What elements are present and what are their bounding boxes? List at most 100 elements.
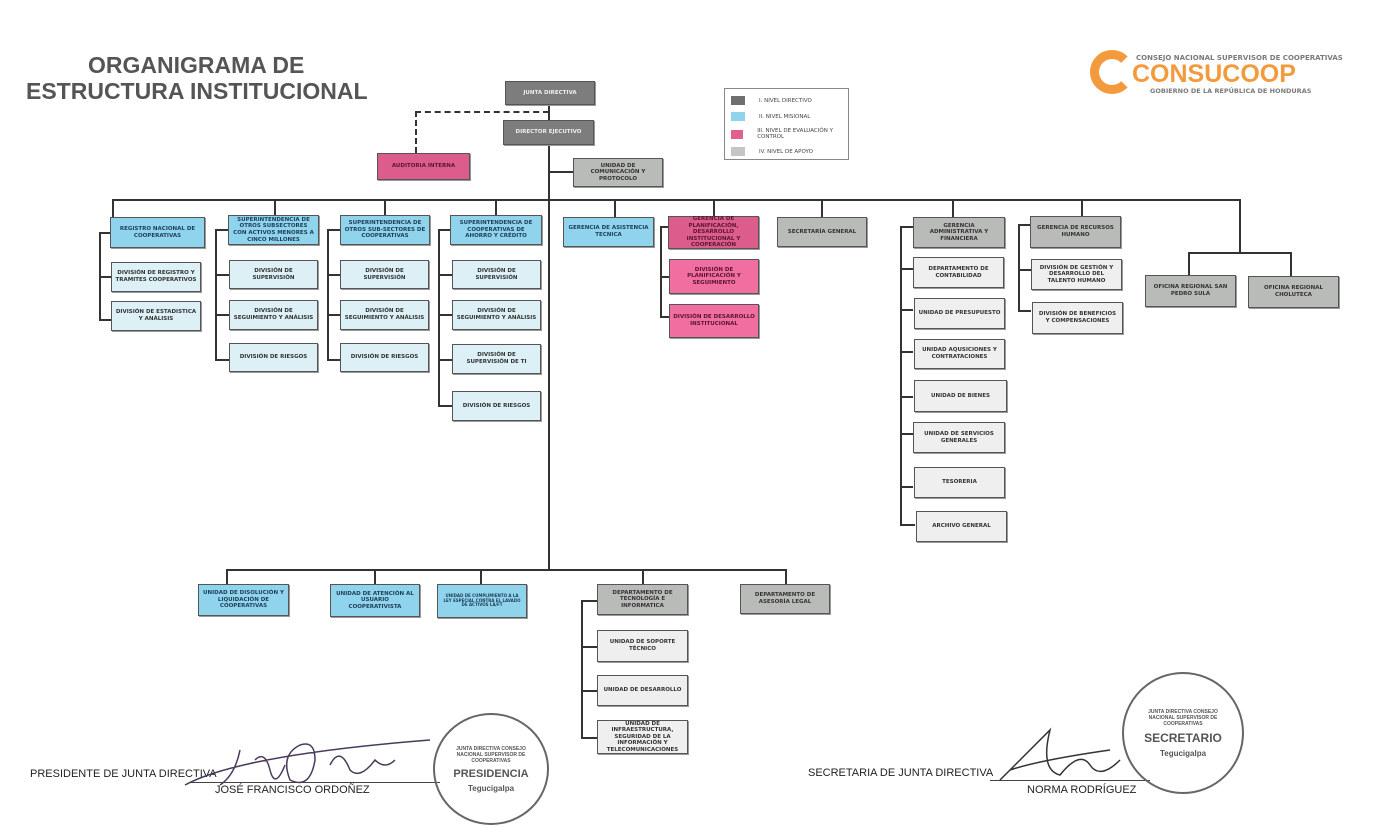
connector-line — [1018, 224, 1030, 226]
connector-line — [549, 171, 573, 173]
admin-child: UNIDAD DE BIENES — [914, 380, 1007, 412]
connector-line — [327, 359, 340, 361]
connector-line — [99, 276, 111, 278]
planificacion-child: DIVISIÓN DE DESARROLLO INSTITUCIONAL — [669, 304, 759, 338]
sup1-child: DIVISIÓN DE SEGUIMIENTO Y ANÁLISIS — [229, 300, 318, 330]
connector-line — [112, 199, 1241, 201]
connector-line — [438, 359, 452, 361]
connector-line — [1018, 310, 1031, 312]
disolucion-box: UNIDAD DE DISOLUCIÓN Y LIQUIDACIÓN DE CO… — [198, 584, 289, 616]
president-signature-line — [190, 782, 440, 783]
connector-line — [438, 405, 452, 407]
admin-child: UNIDAD DE PRESUPUESTO — [914, 298, 1005, 329]
connector-line — [900, 524, 915, 526]
connector-line — [548, 105, 550, 120]
connector-line — [215, 314, 229, 316]
oficina-regional-box: OFICINA REGIONAL CHOLUTECA — [1248, 276, 1339, 308]
junta-directiva-box: JUNTA DIRECTIVA — [505, 81, 595, 105]
connector-line — [900, 396, 913, 398]
sup2-child: DIVISIÓN DE SUPERVISIÓN — [340, 260, 429, 289]
connector-line — [495, 199, 497, 215]
connector-line — [438, 314, 452, 316]
planificacion-box: GERENCIA DE PLANIFICACIÓN, DESARROLLO IN… — [668, 216, 759, 249]
admin-child: UNIDAD DE SERVICIOS GENERALES — [913, 422, 1005, 453]
superintendencia-3-box: SUPERINTENDENCIA DE COOPERATIVAS DE AHOR… — [450, 215, 542, 245]
connector-line — [327, 229, 329, 361]
connector-line — [581, 646, 597, 648]
connector-line — [900, 309, 913, 311]
rrhh-child: DIVISIÓN DE BENEFICIOS Y COMPENSACIONES — [1032, 302, 1123, 334]
sup1-child: DIVISIÓN DE SUPERVISIÓN — [229, 260, 318, 289]
secretary-signature — [999, 727, 1121, 781]
connector-line — [900, 226, 913, 228]
connector-line — [1290, 252, 1292, 276]
sup2-child: DIVISIÓN DE RIESGOS — [340, 343, 429, 372]
rrhh-child: DIVISIÓN DE GESTIÓN Y DESARROLLO DEL TAL… — [1031, 259, 1122, 290]
connector-line — [900, 226, 902, 526]
admin-child: UNIDAD AQUSICIONES Y CONTRATACIONES — [914, 339, 1005, 369]
atencion-usuario-box: UNIDAD DE ATENCIÓN AL USUARIO COOPERATIV… — [330, 584, 420, 617]
connector-line — [581, 737, 597, 739]
connector-line — [900, 268, 913, 270]
connector-line — [480, 569, 482, 584]
connector-line — [438, 229, 450, 231]
title-line-2: ESTRUCTURA INSTITUCIONAL — [26, 78, 368, 104]
sup3-child: DIVISIÓN DE SUPERVISIÓN DE TI — [452, 344, 541, 374]
connector-line — [215, 229, 228, 231]
asesoria-legal-box: DEPARTAMENTO DE ASESORÍA LEGAL — [740, 584, 830, 614]
connector-line — [581, 600, 597, 602]
presidencia-seal: JUNTA DIRECTIVA CONSEJO NACIONAL SUPERVI… — [433, 713, 549, 825]
connector-line — [215, 274, 229, 276]
dashed-line — [415, 111, 549, 153]
asistencia-tecnica-box: GERENCIA DE ASISTENCIA TECNICA — [563, 217, 654, 247]
logo-c-mark — [1090, 50, 1134, 94]
director-ejecutivo-box: DIRECTOR EJECUTIVO — [503, 120, 594, 145]
connector-line — [384, 199, 386, 215]
connector-line — [581, 690, 597, 692]
connector-line — [215, 359, 229, 361]
legend-item: IV. NIVEL DE APOYO — [731, 147, 848, 156]
secretario-seal: JUNTA DIRECTIVA CONSEJO NACIONAL SUPERVI… — [1122, 672, 1244, 794]
connector-line — [327, 314, 340, 316]
title-line-1: ORGANIGRAMA DE — [88, 52, 305, 78]
tecnologia-child: UNIDAD DE SOPORTE TÉCNICO — [597, 630, 688, 662]
connector-line — [713, 199, 715, 216]
recursos-humanos-box: GERENCIA DE RECURSOS HUMANO — [1030, 216, 1121, 248]
connector-line — [642, 569, 644, 584]
logo-bottom-text: GOBIERNO DE LA REPÚBLICA DE HONDURAS — [1150, 87, 1312, 95]
tecnologia-child: UNIDAD DE DESARROLLO — [597, 675, 688, 706]
connector-line — [1018, 224, 1020, 312]
connector-line — [660, 276, 669, 278]
auditoria-interna-box: AUDITORIA INTERNA — [377, 153, 470, 180]
connector-line — [614, 199, 616, 217]
connector-line — [900, 486, 913, 488]
connector-line — [900, 433, 913, 435]
connector-line — [1188, 252, 1292, 254]
connector-line — [274, 199, 276, 215]
sup2-child: DIVISIÓN DE SEGUIMIENTO Y ANÁLISIS — [340, 300, 429, 330]
logo-top-text: CONSEJO NACIONAL SUPERVISOR DE COOPERATI… — [1136, 54, 1343, 62]
sup3-child: DIVISIÓN DE RIESGOS — [452, 391, 541, 421]
consucoop-logo: CONSEJO NACIONAL SUPERVISOR DE COOPERATI… — [1090, 50, 1343, 100]
connector-line — [1188, 252, 1190, 275]
connector-line — [327, 229, 340, 231]
connector-line — [660, 316, 669, 318]
legend: I. NIVEL DIRECTIVO II. NIVEL MISIONAL II… — [724, 88, 849, 160]
connector-line — [785, 569, 787, 584]
oficina-regional-box: OFICINA REGIONAL SAN PEDRO SULA — [1145, 275, 1236, 307]
legend-item: III. NIVEL DE EVALUACIÓN Y CONTROL — [731, 128, 848, 140]
gerencia-administrativa-box: GERENCIA ADMINISTRATIVA Y FINANCIERA — [913, 217, 1005, 248]
legend-item: I. NIVEL DIRECTIVO — [731, 96, 848, 105]
connector-line — [821, 199, 823, 217]
planificacion-child: DIVISIÓN DE PLANIFICACIÓN Y SEGUIMIENTO — [669, 259, 759, 294]
connector-line — [215, 229, 217, 361]
admin-child: TESORERIA — [914, 467, 1005, 498]
comunicacion-box: UNIDAD DE COMUNICACIÓN Y PROTOCOLO — [573, 158, 663, 187]
admin-child: ARCHIVO GENERAL — [916, 511, 1007, 542]
admin-child: DEPARTAMENTO DE CONTABILIDAD — [913, 257, 1004, 288]
tecnologia-box: DEPARTAMENTO DE TECNOLOGÍA E INFORMATICA — [597, 584, 688, 615]
connector-line — [99, 319, 111, 321]
connector-line — [1018, 269, 1031, 271]
secretary-role: SECRETARIA DE JUNTA DIRECTIVA — [808, 767, 994, 779]
